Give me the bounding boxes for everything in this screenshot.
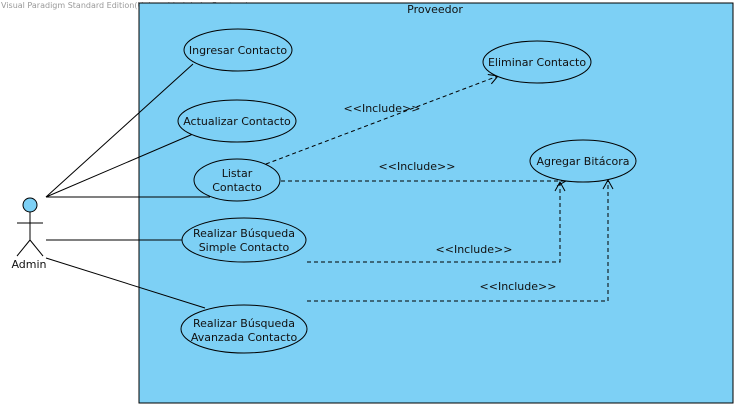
use-case-listar[interactable]: Listar Contacto (193, 158, 281, 202)
include-avanzada-bitacora[interactable] (307, 178, 614, 302)
actor-leg-left (16, 239, 31, 257)
use-case-bitacora-label: Agregar Bitácora (537, 155, 630, 168)
watermark: Visual Paradigm Standard Edition(Univers… (1, 1, 249, 10)
use-case-avanzada-label-1: Realizar Búsqueda (193, 317, 295, 330)
use-case-listar-label-2: Contacto (212, 181, 262, 194)
stereotype-simple-bitacora: <<Include>> (436, 243, 513, 256)
system-name: Proveedor (407, 3, 463, 16)
stereotype-avanzada-bitacora: <<Include>> (480, 280, 557, 293)
include-listar-eliminar[interactable] (265, 74, 499, 165)
use-case-simple-label-1: Realizar Búsqueda (193, 227, 295, 240)
actor-head-icon (22, 197, 38, 213)
use-case-ingresar[interactable]: Ingresar Contacto (183, 28, 293, 72)
association-avanzada[interactable] (45, 257, 206, 309)
actor-admin[interactable] (16, 197, 44, 257)
use-case-avanzada[interactable]: Realizar Búsqueda Avanzada Contacto (180, 304, 308, 354)
associations (45, 63, 210, 309)
use-case-simple-label-2: Simple Contacto (199, 241, 290, 254)
association-actualizar[interactable] (45, 133, 194, 198)
use-case-actualizar[interactable]: Actualizar Contacto (177, 99, 297, 143)
association-ingresar[interactable] (45, 63, 194, 198)
actor-name: Admin (11, 258, 46, 271)
use-case-simple[interactable]: Realizar Búsqueda Simple Contacto (181, 217, 307, 263)
use-case-eliminar[interactable]: Eliminar Contacto (482, 40, 592, 84)
use-case-ingresar-label: Ingresar Contacto (189, 44, 288, 57)
use-case-listar-label-1: Listar (222, 167, 253, 180)
use-case-bitacora[interactable]: Agregar Bitácora (529, 139, 637, 183)
actor-leg-right (29, 239, 44, 257)
use-case-actualizar-label: Actualizar Contacto (183, 115, 291, 128)
stereotype-listar-eliminar: <<Include>> (344, 102, 421, 115)
use-case-avanzada-label-2: Avanzada Contacto (191, 331, 298, 344)
stereotype-listar-bitacora: <<Include>> (379, 160, 456, 173)
use-case-eliminar-label: Eliminar Contacto (488, 56, 586, 69)
include-simple-bitacora[interactable] (307, 180, 566, 263)
